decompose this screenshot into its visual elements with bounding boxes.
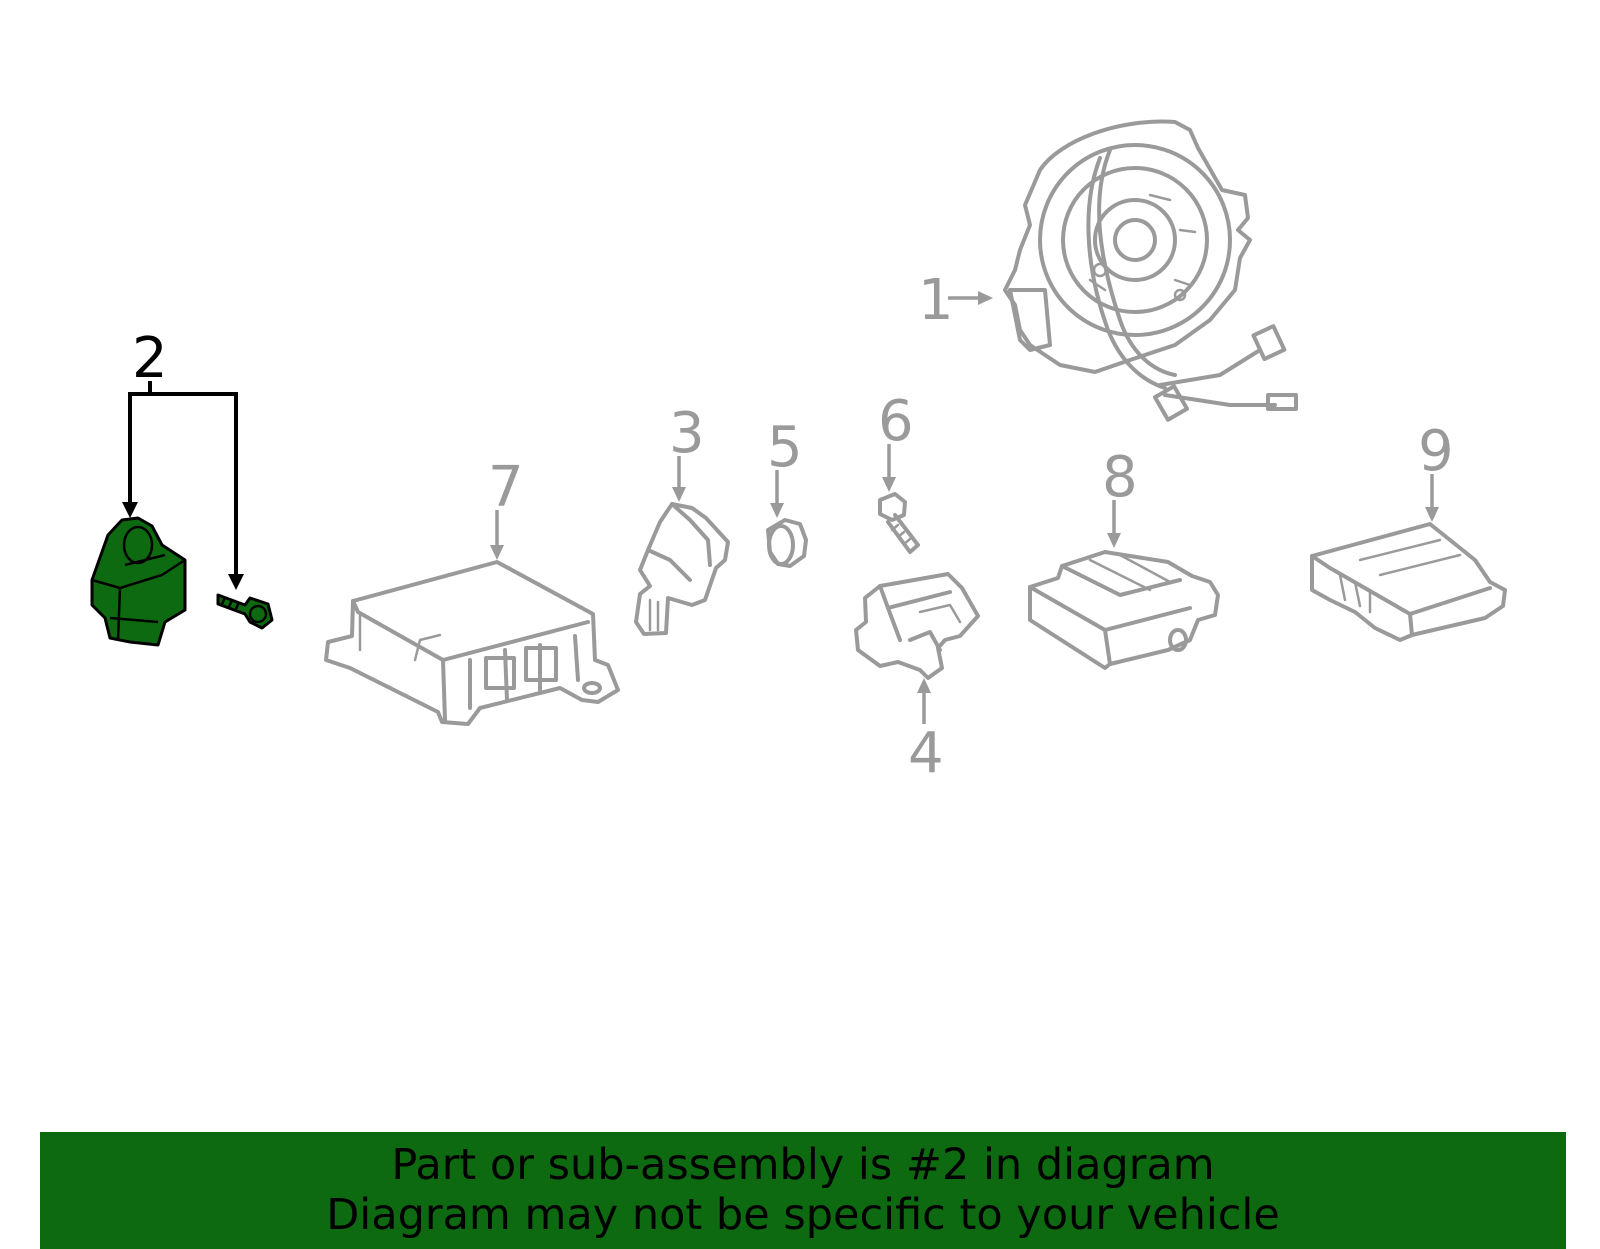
arrow-8-head	[1107, 533, 1121, 548]
part-5-nut[interactable]	[766, 518, 808, 568]
part-4-sensor[interactable]	[854, 572, 980, 680]
arrow-3-head	[672, 487, 686, 502]
part-3-sensor[interactable]	[634, 502, 730, 636]
part-1-clock-spring[interactable]	[1003, 119, 1298, 422]
callout-6: 6	[878, 389, 914, 454]
part-6-bolt[interactable]	[878, 492, 920, 554]
part-2-sensor[interactable]	[90, 516, 187, 647]
callout-4: 4	[908, 721, 944, 786]
arrow-4-head	[917, 678, 931, 693]
banner-line-1: Part or sub-assembly is #2 in diagram	[391, 1140, 1215, 1190]
info-banner: Part or sub-assembly is #2 in diagram Di…	[40, 1132, 1566, 1249]
callout-3: 3	[669, 401, 705, 466]
part-7-module[interactable]	[324, 560, 620, 726]
arrow-9-head	[1425, 507, 1439, 522]
part-2-bolt[interactable]	[216, 593, 274, 630]
callout-2: 2	[132, 326, 168, 391]
arrow-7-head	[490, 545, 504, 560]
callout-9: 9	[1418, 419, 1454, 484]
bracket-2	[122, 381, 244, 590]
callout-7: 7	[488, 455, 524, 520]
callout-5: 5	[767, 415, 803, 480]
arrow-6-head	[882, 477, 896, 492]
arrow-1-head	[978, 291, 993, 305]
part-8-module[interactable]	[1028, 550, 1220, 670]
callout-1: 1	[918, 268, 954, 333]
part-9-module[interactable]	[1310, 522, 1507, 642]
banner-line-2: Diagram may not be specific to your vehi…	[326, 1190, 1280, 1240]
callout-8: 8	[1102, 445, 1138, 510]
arrow-5-head	[770, 503, 784, 518]
